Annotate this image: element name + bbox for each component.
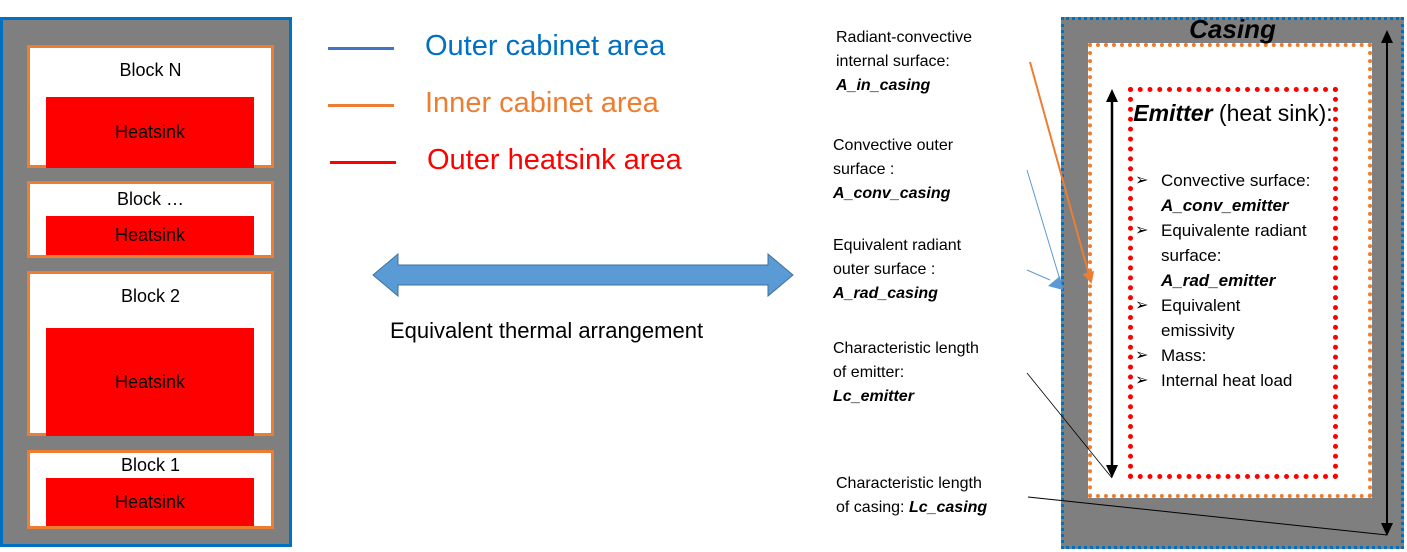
block-label: Block 1: [120, 455, 181, 475]
annotation-rad-casing: Equivalent radiant outer surface : A_rad…: [833, 234, 961, 306]
arrow-bullet-icon: ➢: [1135, 347, 1149, 364]
arrow-down-icon: [1381, 523, 1393, 536]
annotation-text: Radiant-convective: [836, 29, 973, 46]
wedge-arrow-icon: [1048, 276, 1063, 290]
block-ellipsis: Block … Heatsink: [27, 181, 274, 258]
arrow-up-icon: [1381, 30, 1393, 43]
arrow-bullet-icon: ➢: [1135, 297, 1149, 314]
arrow-down-icon: [1106, 465, 1118, 478]
annotation-conv-casing: Convective outer surface : A_conv_casing: [833, 134, 953, 206]
legend-line-outer-heatsink: [330, 161, 396, 164]
arrow-bullet-icon: ➢: [1135, 222, 1149, 239]
arrow-up-icon: [1106, 89, 1118, 102]
annotation-symbol: A_conv_casing: [833, 185, 951, 202]
arrow-bullet-icon: ➢: [1135, 172, 1149, 189]
arrangement-label: Equivalent thermal arrangement: [390, 318, 704, 343]
annotation-text: of casing:: [836, 499, 909, 516]
arrow-bullet-icon: ➢: [1135, 372, 1149, 389]
emitter-title: Emitter (heat sink):: [1133, 98, 1333, 129]
heatsink: Heatsink: [46, 478, 254, 526]
annotation-in-casing: Radiant-convective internal surface: A_i…: [836, 26, 972, 98]
leader-in-casing: [1029, 61, 1095, 284]
annotation-lc-casing: Characteristic length of casing: Lc_casi…: [836, 472, 987, 520]
legend-line-inner-cabinet: [328, 104, 394, 107]
emitter-properties-list: ➢ Convective surface: A_conv_emitter ➢ E…: [1133, 168, 1338, 393]
legend-line-outer-cabinet: [328, 47, 394, 50]
list-item: ➢ Equivalent emissivity: [1133, 293, 1281, 343]
block-n: Block N Heatsink: [27, 45, 274, 168]
emitter-title-rest: (heat sink):: [1212, 100, 1333, 126]
item-text: Equivalent emissivity: [1161, 296, 1241, 340]
annotation-text: surface :: [833, 161, 895, 178]
heatsink: Heatsink: [46, 328, 254, 436]
annotation-symbol: A_in_casing: [836, 77, 931, 94]
annotation-symbol: Lc_casing: [908, 499, 988, 516]
annotation-symbol: A_rad_casing: [833, 285, 938, 302]
annotation-text: of emitter:: [833, 364, 905, 381]
annotation-text: Characteristic length: [836, 475, 982, 492]
heatsink: Heatsink: [46, 216, 254, 255]
leader-rad-casing: [1026, 269, 1051, 281]
heatsink: Heatsink: [46, 97, 254, 168]
double-arrow-icon: [372, 252, 794, 298]
annotation-text: internal surface:: [836, 53, 950, 70]
item-symbol: A_conv_emitter: [1161, 196, 1289, 215]
leader-lc-emitter: [1026, 372, 1113, 479]
annotation-lc-emitter: Characteristic length of emitter: Lc_emi…: [833, 337, 979, 409]
list-item: ➢ Internal heat load: [1133, 368, 1338, 393]
item-text: Mass:: [1161, 346, 1207, 365]
list-item: ➢ Equivalente radiant surface: A_rad_emi…: [1133, 218, 1331, 293]
leader-conv-casing: [1026, 169, 1061, 281]
legend-outer-cabinet: Outer cabinet area: [425, 30, 666, 62]
block-label: Block …: [116, 189, 185, 209]
casing-title: Casing: [1189, 14, 1276, 44]
item-text: Internal heat load: [1161, 371, 1293, 390]
block-1: Block 1 Heatsink: [27, 450, 274, 529]
outer-cabinet: Block N Heatsink Block … Heatsink Block …: [0, 17, 292, 547]
emitter-title-bold: Emitter: [1133, 100, 1213, 126]
block-label: Block 2: [120, 286, 181, 306]
block-label: Block N: [119, 60, 182, 80]
item-symbol: A_rad_emitter: [1161, 271, 1276, 290]
legend-inner-cabinet: Inner cabinet area: [425, 87, 659, 119]
annotation-text: Convective outer: [833, 137, 954, 154]
item-text: Equivalente radiant surface:: [1161, 221, 1307, 265]
annotation-symbol: Lc_emitter: [833, 388, 914, 405]
block-2: Block 2 Heatsink: [27, 271, 274, 436]
legend-outer-heatsink: Outer heatsink area: [427, 144, 682, 176]
annotation-text: outer surface :: [833, 261, 936, 278]
list-item: ➢ Convective surface: A_conv_emitter: [1133, 168, 1338, 218]
annotation-text: Characteristic length: [833, 340, 979, 357]
item-text: Convective surface:: [1161, 171, 1311, 190]
leader-lc-casing: [1027, 496, 1388, 536]
annotation-text: Equivalent radiant: [833, 237, 962, 254]
list-item: ➢ Mass:: [1133, 343, 1338, 368]
emitter-box: [1128, 87, 1338, 479]
